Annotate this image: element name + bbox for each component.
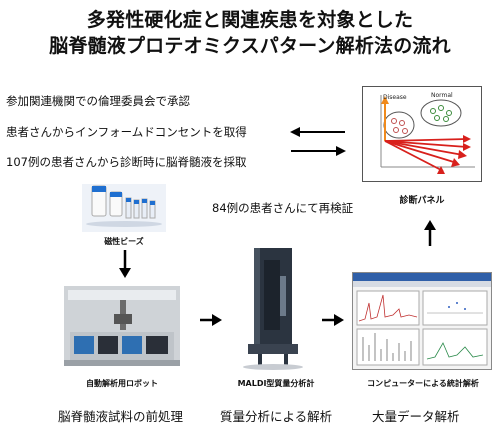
maldi-label: MALDI型質量分析計: [237, 379, 315, 388]
disease-label: Disease: [383, 94, 407, 101]
maldi-mass-spectrometer-image: [240, 246, 306, 370]
computer-analysis-image: [352, 272, 492, 370]
arrow-right-icon: [291, 146, 346, 156]
title-line-2: 脳脊髄液プロテオミクスパターン解析法の流れ: [49, 35, 451, 57]
arrow-up-icon: [424, 220, 436, 246]
pretreatment-label: 脳脊髄液試料の前処理: [58, 409, 184, 424]
diagnostic-panel-label: 診断パネル: [399, 196, 445, 206]
robot-label: 自動解析用ロボット: [86, 379, 158, 388]
arrow-down-icon: [119, 250, 131, 278]
normal-label: Normal: [431, 92, 453, 99]
recheck-text: 84例の患者さんにて再検証: [212, 201, 354, 215]
step-informed-consent: 患者さんからインフォームドコンセントを取得: [6, 125, 247, 139]
arrow-right-icon: [200, 314, 222, 326]
automated-robot-image: [64, 286, 180, 366]
title-line-1: 多発性硬化症と関連疾患を対象とした: [86, 9, 414, 31]
arrow-left-icon: [290, 127, 345, 137]
data-analysis-label: 大量データ解析: [372, 409, 460, 424]
diagnostic-panel-chart: Disease Normal: [380, 92, 475, 174]
diagnostic-panel-figure: Disease Normal: [362, 86, 482, 182]
arrow-right-icon: [322, 314, 344, 326]
step-ethics-approval: 参加関連機関での倫理委員会で承認: [6, 94, 190, 108]
magnetic-beads-label: 磁性ビーズ: [104, 237, 144, 246]
computer-label: コンピューターによる統計解析: [367, 379, 479, 388]
step-csf-collection: 107例の患者さんから診断時に脳脊髄液を採取: [6, 155, 247, 169]
magnetic-beads-image: [82, 184, 166, 232]
mass-spec-label: 質量分析による解析: [220, 409, 333, 424]
